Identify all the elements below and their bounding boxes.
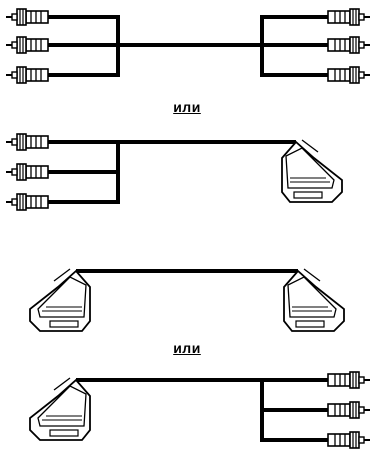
or-separator-1: или	[173, 99, 201, 115]
rca-plug-icon	[5, 193, 49, 211]
or-separator-2: или	[173, 340, 201, 356]
rca-plug-icon	[328, 372, 370, 388]
panel-rca-to-rca	[5, 8, 370, 84]
rca-plug-icon	[5, 133, 49, 151]
scart-plug-icon	[284, 269, 344, 331]
rca-plug-icon	[5, 8, 49, 26]
rca-plug-icon	[5, 163, 49, 181]
rca-plug-icon	[328, 37, 370, 53]
panel-rca-to-scart	[5, 133, 342, 211]
rca-plug-icon	[5, 66, 49, 84]
rca-plug-icon	[328, 432, 370, 448]
panel-scart-to-scart	[29, 268, 344, 332]
rca-plug-icon	[328, 9, 370, 25]
rca-plug-icon	[328, 402, 370, 418]
panel-scart-to-rca	[29, 372, 370, 448]
scart-plug-icon	[29, 268, 91, 332]
rca-plug-icon	[328, 67, 370, 83]
scart-plug-icon	[282, 140, 342, 202]
scart-plug-icon	[29, 377, 91, 441]
rca-plug-icon	[5, 36, 49, 54]
